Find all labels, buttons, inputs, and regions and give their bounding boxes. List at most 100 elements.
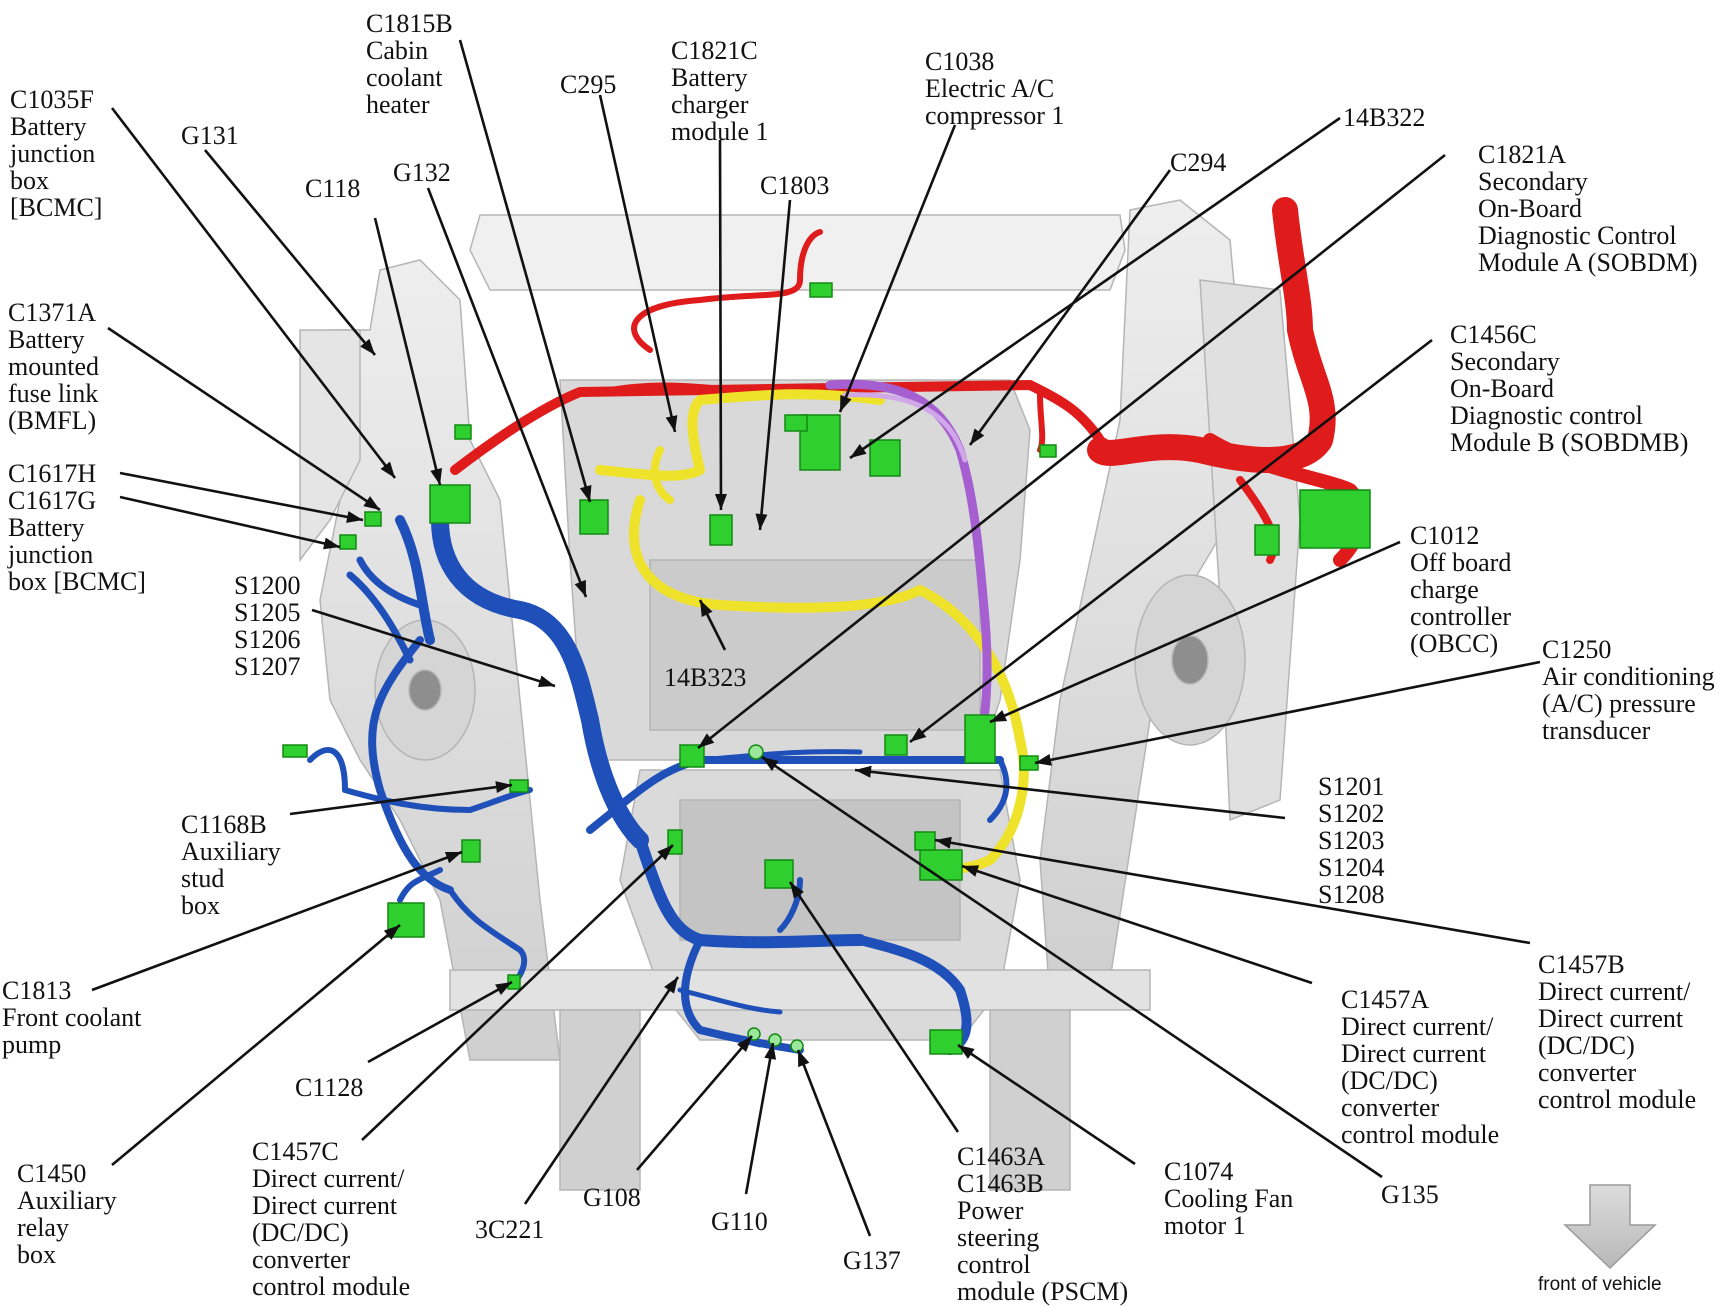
ground-g110[interactable] (768, 1033, 782, 1047)
leader-c1074 (957, 1043, 1136, 1166)
leader-arrowhead-17 (537, 675, 555, 687)
leader-arrowhead-28 (664, 977, 678, 994)
leader-c1617g (119, 495, 341, 549)
leader-arrowhead-24 (962, 865, 980, 877)
leader-c1463 (788, 881, 960, 1133)
leader-arrowhead-27 (657, 845, 673, 861)
leader-3c221 (523, 976, 680, 1205)
connector-c1457a[interactable] (919, 849, 963, 881)
label-g131: G131 (181, 121, 239, 150)
leader-arrowhead-31 (798, 1050, 810, 1068)
leader-lines (91, 39, 1541, 1237)
connector-g132-pigtail[interactable] (454, 424, 472, 440)
leader-g110 (744, 1042, 775, 1195)
connector-pigtail-left[interactable] (282, 744, 308, 758)
leader-c1821a (697, 153, 1446, 750)
leader-arrowhead-26 (383, 925, 400, 940)
leader-arrowhead-4 (579, 484, 592, 502)
leader-c1457a (961, 864, 1313, 985)
down-arrow-icon (1563, 1184, 1657, 1270)
label-14b323: 14B323 (664, 663, 747, 692)
leader-arrowhead-1 (380, 461, 395, 478)
lv-harness-blue (307, 511, 1010, 1055)
leader-c118 (373, 217, 442, 486)
connector-c1617g[interactable] (339, 534, 357, 550)
leader-c1371a (107, 326, 381, 512)
leader-arrowhead-16 (990, 710, 1008, 722)
leader-arrowhead-33 (958, 1045, 975, 1059)
connector-c294[interactable] (869, 439, 901, 477)
connector-14b322-small[interactable] (1039, 444, 1057, 458)
leader-arrowhead-30 (764, 1043, 777, 1060)
leader-arrowhead-11 (698, 733, 715, 748)
leader-arrowhead-15 (323, 537, 340, 550)
connector-c1074[interactable] (929, 1029, 963, 1055)
leader-arrowhead-7 (755, 513, 768, 530)
connector-c1815b[interactable] (579, 499, 609, 535)
leader-g132 (426, 187, 588, 598)
connector-c1250-block[interactable] (964, 714, 996, 764)
leader-c1038 (838, 124, 957, 413)
label-14b322: 14B322 (1343, 103, 1426, 132)
connector-c1168b[interactable] (509, 779, 529, 793)
leader-c1813 (91, 850, 463, 992)
label-c1803: C1803 (760, 171, 830, 200)
connector-c1803-upper[interactable] (809, 282, 833, 298)
leader-c1012 (989, 540, 1401, 724)
leader-arrowhead-29 (737, 1036, 752, 1053)
leader-arrowhead-25 (495, 982, 512, 996)
connector-c1012[interactable] (884, 734, 908, 756)
leader-arrowhead-20 (855, 765, 872, 778)
leader-g108 (636, 1035, 753, 1171)
label-c294: C294 (1170, 148, 1227, 177)
ground-g137[interactable] (790, 1039, 804, 1053)
connector-c1821c[interactable] (709, 514, 733, 546)
leader-arrowhead-8 (840, 394, 852, 412)
leader-c1457c (361, 844, 674, 1141)
connector-c1821a[interactable] (1299, 489, 1371, 549)
label-c118: C118 (305, 174, 361, 203)
leader-arrowhead-14 (346, 511, 363, 523)
leader-arrowhead-5 (665, 415, 678, 432)
connector-c1463[interactable] (764, 859, 794, 889)
chassis-frame (299, 199, 1301, 1191)
connector-c1456c[interactable] (1254, 524, 1280, 556)
front-of-vehicle-label: front of vehicle (1538, 1274, 1662, 1295)
connector-c295-small[interactable] (784, 414, 808, 432)
leader-g137 (796, 1049, 872, 1237)
leader-arrowhead-10 (970, 428, 985, 445)
leader-arrowhead-13 (910, 727, 927, 742)
leader-c1250 (1034, 660, 1541, 765)
leader-c1450 (111, 924, 401, 1166)
connector-c1128[interactable] (507, 974, 521, 990)
connector-c1813[interactable] (461, 839, 481, 863)
leader-arrowhead-34 (762, 757, 779, 771)
connector-c1457b[interactable] (914, 831, 936, 851)
leader-arrowhead-21 (495, 781, 512, 794)
leader-c1617h (119, 471, 364, 522)
leader-arrowhead-3 (574, 579, 586, 597)
leader-c1035f (110, 107, 397, 479)
leader-c1456c (909, 338, 1433, 744)
ground-g135[interactable] (748, 744, 764, 760)
leader-arrowhead-18 (700, 600, 713, 617)
leader-arrowhead-2 (430, 468, 443, 485)
connector-c118[interactable] (429, 484, 471, 524)
leader-c1821c (718, 139, 723, 511)
label-c1128: C1128 (295, 1073, 364, 1102)
connector-c1617h[interactable] (364, 511, 382, 527)
connector-3c221[interactable] (679, 744, 705, 768)
